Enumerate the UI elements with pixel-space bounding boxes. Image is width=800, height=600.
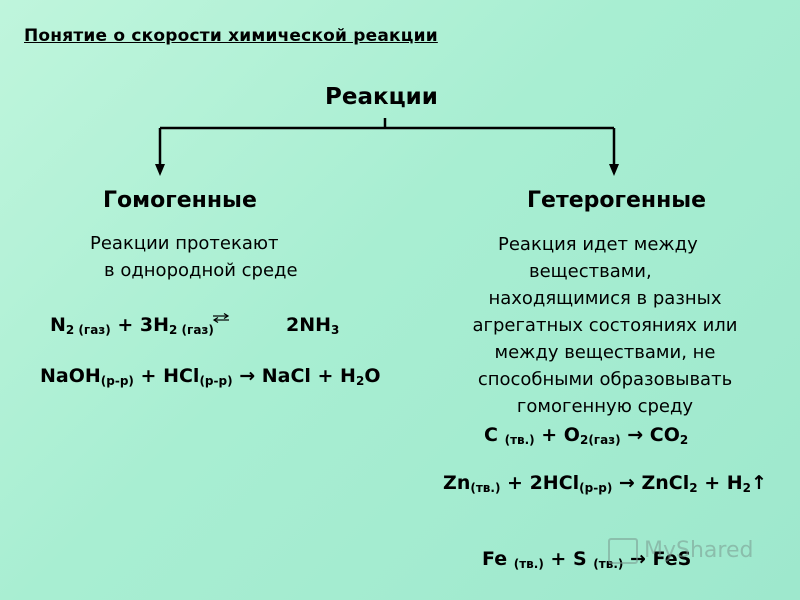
eq-naoh-sub: (р-р) [100,374,134,388]
homogeneous-equation-2: NaOH(р-р) + HCl(р-р) → NaCl + H2O [40,365,380,388]
eq-fe: Fe [482,548,508,570]
tree-right-arrowhead [609,164,619,176]
eq-nh: 2NH [286,314,332,336]
heterogeneous-equation-2: Zn(тв.) + 2HCl(р-р) → ZnCl2 + H2↑ [440,470,770,502]
eq-hcl-sub: (р-р) [199,374,233,388]
description-line: агрегатных состояниях или [472,315,738,336]
description-line: находящимися в разных [488,288,722,309]
eq-plus-o: + O [534,424,580,446]
heterogeneous-equation-1: C (тв.) + O2(газ) → CO2 [484,424,688,447]
eq-arrow-nacl-h: → NaCl + H [232,365,356,387]
eq-hcl-sub: (р-р) [579,481,613,495]
eq-o: O [364,365,381,387]
eq-h-sub: 2 (газ) [169,323,214,337]
heading-homogeneous: Гомогенные [103,188,257,213]
homogeneous-equation-1: N2 (газ) + 3H2 (газ) [50,314,214,337]
homogeneous-equation-1-product: 2NH3 [286,314,339,337]
root-label-reactions: Реакции [325,84,438,110]
eq-plus-h: + H [697,472,743,494]
description-line: между веществами, не [494,342,716,363]
eq-arrow-zncl: → ZnCl [612,472,690,494]
eq-s-sub: (тв.) [593,557,624,571]
eq-arrow-fes: → FeS [623,548,692,570]
homogeneous-description-line1: Реакции протекают [90,233,279,254]
equilibrium-arrow-icon [212,313,230,323]
tree-left-arrowhead [155,164,165,176]
eq-h-sub: 2 [742,481,752,495]
description-line: способными образовывать [477,369,733,390]
heterogeneous-description: Реакция идет между веществами, находящим… [445,231,765,420]
eq-zn: Zn [443,472,471,494]
eq-zncl-sub: 2 [689,481,698,495]
eq-plus-hcl: + HCl [133,365,200,387]
eq-zn-sub: (тв.) [470,481,501,495]
eq-nh-sub: 3 [331,323,340,337]
watermark: MyShared [608,538,753,564]
eq-plus-hcl: + 2HCl [500,472,580,494]
homogeneous-description-line2: в однородной среде [104,260,298,281]
presentation-icon [608,538,638,564]
watermark-text: MyShared [644,538,754,563]
eq-c: C [484,424,498,446]
description-line: гомогенную среду [516,396,694,417]
eq-fe-sub: (тв.) [513,557,544,571]
slide-title: Понятие о скорости химической реакции [24,26,438,46]
eq-plus-h: + 3H [110,314,170,336]
eq-n: N [50,314,66,336]
eq-co-sub: 2 [679,433,689,447]
heterogeneous-equation-3: Fe (тв.) + S (тв.) → FeS [482,548,691,571]
eq-plus-s: + S [543,548,587,570]
eq-arrow-co: → CO [620,424,680,446]
eq-naoh: NaOH [40,365,101,387]
description-line: веществами, [529,261,652,282]
eq-h2o-sub: 2 [355,374,365,388]
heading-heterogeneous: Гетерогенные [527,188,707,213]
eq-o-sub: 2(газ) [579,433,621,447]
gas-evolution-arrow-icon: ↑ [751,472,767,494]
description-line: Реакция идет между [498,234,698,255]
eq-n-sub: 2 (газ) [65,323,111,337]
eq-c-sub: (тв.) [504,433,535,447]
